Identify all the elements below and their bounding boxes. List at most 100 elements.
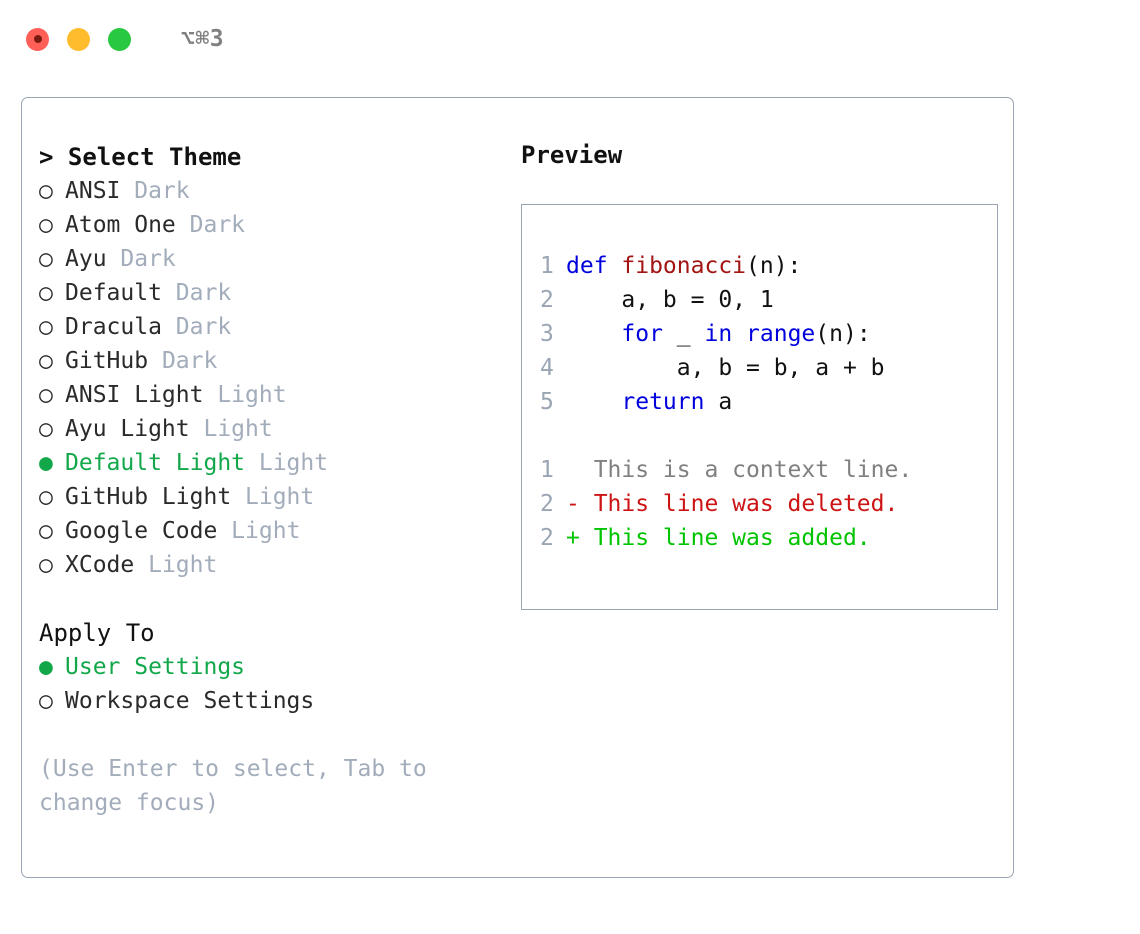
theme-category-tag: Dark — [148, 348, 218, 374]
radio-unselected-icon: ○ — [39, 688, 53, 714]
theme-list-item[interactable]: ○Dracula Dark — [39, 310, 501, 344]
code-line: 4 a, b = b, a + b — [540, 351, 997, 385]
theme-list: ○ANSI Dark○Atom One Dark○Ayu Dark○Defaul… — [39, 174, 501, 582]
radio-unselected-icon: ○ — [39, 552, 53, 578]
code-token — [566, 321, 621, 347]
theme-category-tag: Light — [245, 450, 329, 476]
list-spacer — [39, 582, 501, 616]
theme-category-tag: Dark — [161, 280, 232, 306]
theme-name: Ayu — [65, 246, 107, 272]
apply-to-label: User Settings — [65, 654, 246, 680]
apply-to-header: Apply To — [39, 619, 155, 647]
preview-title: Preview — [521, 141, 623, 169]
code-token: a, b = b, a + b — [566, 355, 885, 381]
theme-list-item[interactable]: ○XCode Light — [39, 548, 501, 582]
theme-name: Default Light — [65, 450, 246, 476]
radio-unselected-icon: ○ — [39, 348, 53, 374]
theme-list-item[interactable]: ● Default Light Light — [39, 446, 501, 480]
theme-list-item[interactable]: ○ANSI Light Light — [39, 378, 501, 412]
select-theme-header: > Select Theme — [39, 143, 242, 171]
code-token: def — [566, 253, 622, 279]
theme-category-tag: Dark — [106, 246, 176, 272]
theme-picker-column: > Select Theme ○ANSI Dark○Atom One Dark○… — [39, 140, 501, 877]
keyboard-hint: (Use Enter to select, Tab to change focu… — [39, 756, 427, 816]
hint-spacer — [39, 718, 501, 752]
radio-unselected-icon: ○ — [39, 484, 53, 510]
apply-to-item[interactable]: ○ Workspace Settings — [39, 684, 501, 718]
code-token: return — [621, 389, 705, 415]
code-token: fibonacci — [621, 253, 747, 279]
diff-text: - This line was deleted. — [566, 491, 899, 517]
radio-unselected-icon: ○ — [39, 518, 53, 544]
main-panel: > Select Theme ○ANSI Dark○Atom One Dark○… — [21, 97, 1014, 878]
code-line: 3 for _ in range(n): — [540, 317, 997, 351]
zoom-button-icon[interactable] — [108, 27, 131, 51]
theme-list-item[interactable]: ○ GitHub Light Light — [39, 480, 501, 514]
line-number: 4 — [540, 355, 554, 381]
code-token: a, b = 0, 1 — [566, 287, 774, 313]
theme-name: Ayu Light — [65, 416, 190, 442]
code-diff-separator — [540, 419, 997, 453]
diff-line: 1 This is a context line. — [540, 453, 997, 487]
code-token: for — [621, 321, 663, 347]
theme-list-item[interactable]: ○ GitHub Dark — [39, 344, 501, 378]
theme-list-item[interactable]: ○ ANSI Dark — [39, 174, 501, 208]
code-token: _ — [662, 321, 705, 347]
theme-name: Atom One — [65, 212, 176, 238]
close-button-icon[interactable] — [26, 27, 49, 51]
radio-unselected-icon: ○ — [39, 416, 53, 442]
theme-category-tag: Dark — [175, 212, 246, 238]
radio-selected-icon: ● — [39, 450, 53, 476]
line-number: 3 — [540, 321, 554, 347]
theme-name: Default — [65, 280, 162, 306]
theme-category-tag: Light — [231, 484, 315, 510]
minimize-button-icon[interactable] — [67, 27, 90, 51]
theme-list-item[interactable]: ○Google Code Light — [39, 514, 501, 548]
radio-unselected-icon: ○ — [39, 246, 53, 272]
line-number: 2 — [540, 525, 554, 551]
code-token: (n): — [746, 253, 802, 279]
code-token: (n): — [815, 321, 871, 347]
theme-name: ANSI Light — [65, 382, 204, 408]
line-number: 5 — [540, 389, 554, 415]
theme-list-item[interactable]: ○ Ayu Light Light — [39, 412, 501, 446]
diff-sample: 1 This is a context line. 2 - This line wa… — [540, 453, 997, 555]
code-line: 5 return a — [540, 385, 997, 419]
title-bar: ⌥⌘3 — [0, 0, 1140, 78]
line-number: 2 — [540, 287, 554, 313]
radio-unselected-icon: ○ — [39, 280, 53, 306]
theme-name: Dracula — [65, 314, 162, 340]
keyboard-shortcut-label: ⌥⌘3 — [181, 26, 225, 52]
code-token — [566, 389, 621, 415]
code-token: a — [704, 389, 733, 415]
theme-list-item[interactable]: ○Atom One Dark — [39, 208, 501, 242]
theme-name: XCode — [65, 552, 135, 578]
apply-to-item[interactable]: ●User Settings — [39, 650, 501, 684]
diff-line: 2+ This line was added. — [540, 521, 997, 555]
radio-unselected-icon: ○ — [39, 178, 53, 204]
theme-category-tag: Dark — [161, 314, 232, 340]
apply-to-label: Workspace Settings — [65, 688, 315, 714]
apply-to-list: ●User Settings ○ Workspace Settings — [39, 650, 501, 718]
theme-category-tag: Light — [203, 382, 287, 408]
theme-name: GitHub Light — [65, 484, 232, 510]
theme-list-item[interactable]: ○ Default Dark — [39, 276, 501, 310]
theme-name: GitHub — [65, 348, 149, 374]
theme-category-tag: Light — [189, 416, 273, 442]
line-number: 2 — [540, 491, 554, 517]
code-line: 2 a, b = 0, 1 — [540, 283, 997, 317]
theme-name: ANSI — [65, 178, 121, 204]
theme-name: Google Code — [65, 518, 218, 544]
theme-category-tag: Dark — [120, 178, 190, 204]
theme-list-item[interactable]: ○ Ayu Dark — [39, 242, 501, 276]
code-token: range — [746, 321, 816, 347]
diff-text: This is a context line. — [566, 457, 913, 483]
code-token: in — [704, 321, 733, 347]
code-token — [732, 321, 746, 347]
diff-line: 2 - This line was deleted. — [540, 487, 997, 521]
